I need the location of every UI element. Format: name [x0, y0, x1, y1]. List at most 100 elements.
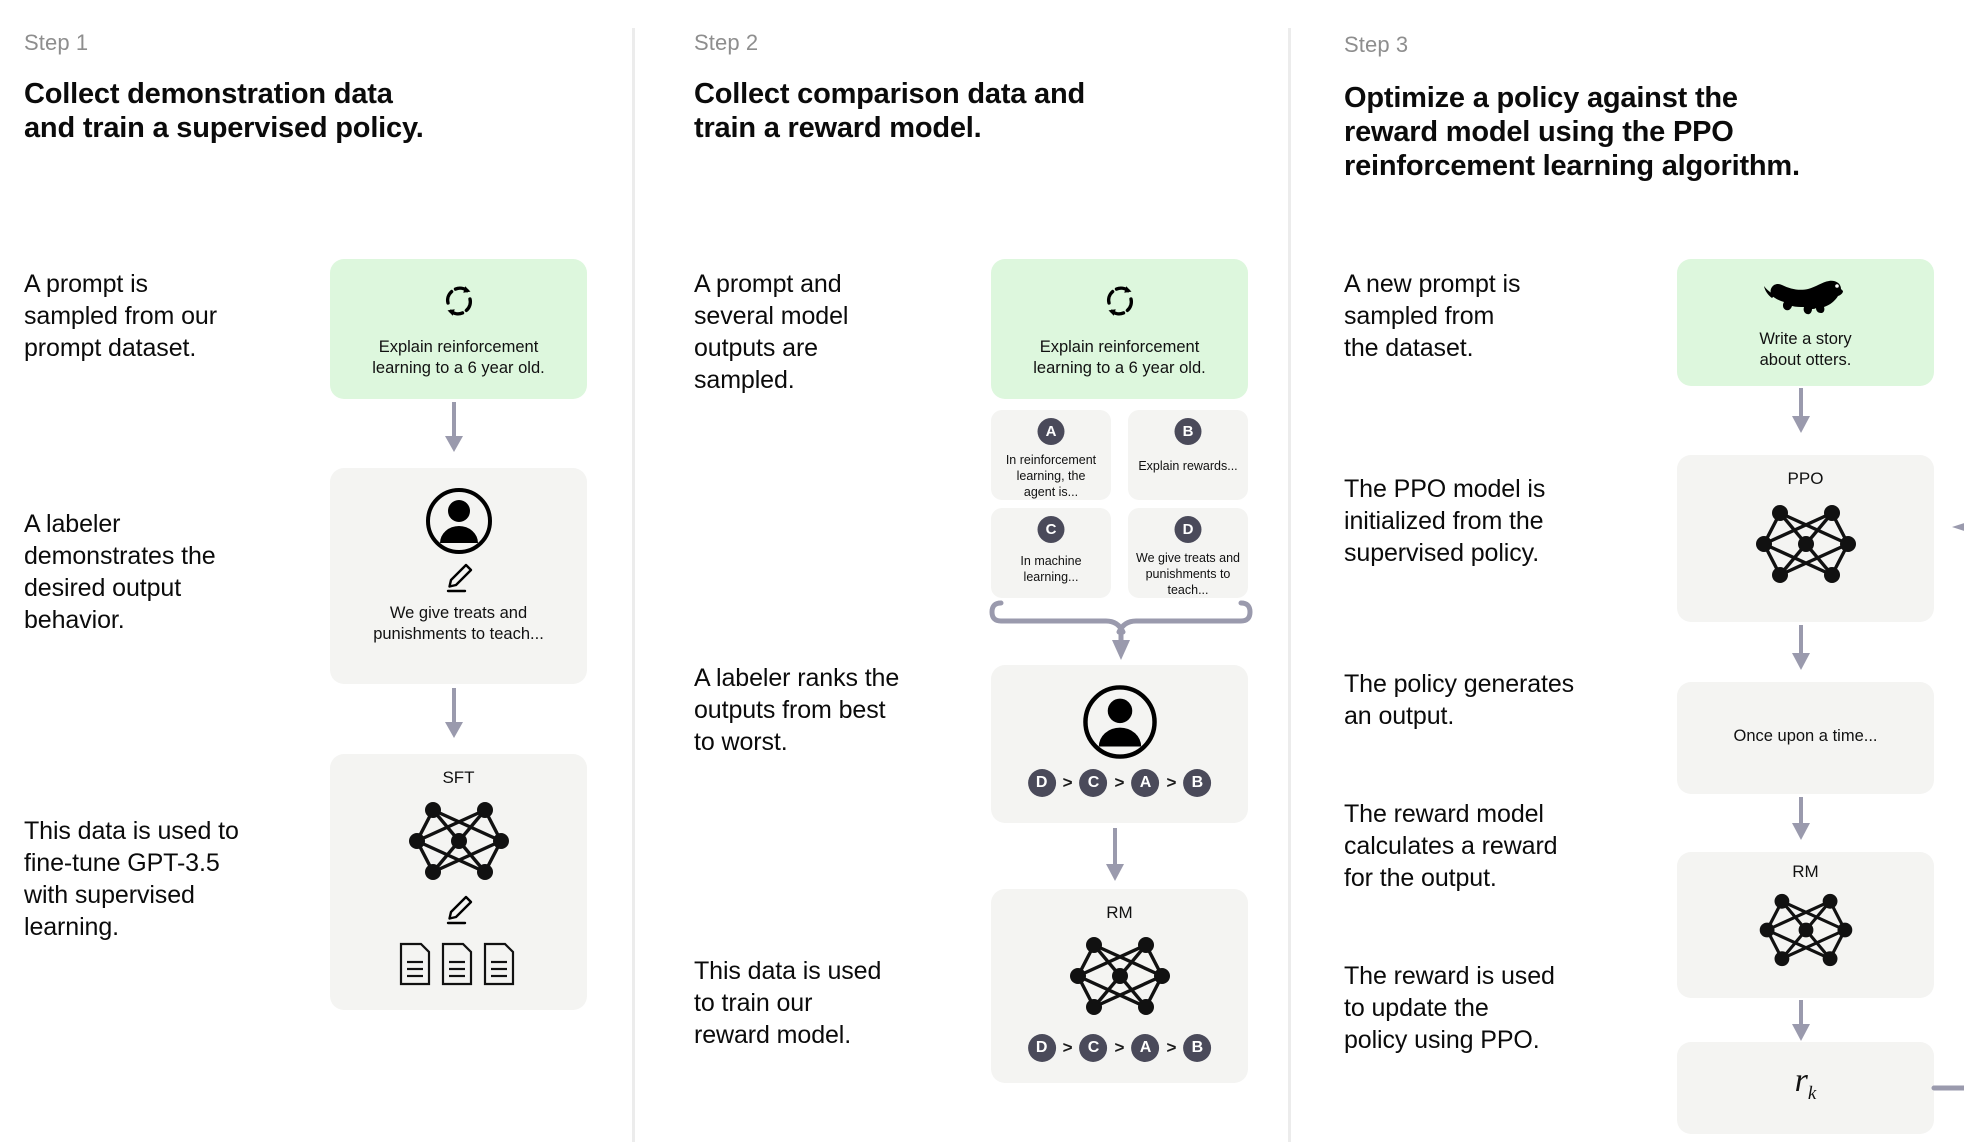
step-1-labeler-caption: We give treats and punishments to teach.… [373, 604, 544, 644]
reward-symbol-subscript: k [1807, 1082, 1817, 1104]
step-1-prompt-card[interactable]: Explain reinforcement learning to a 6 ye… [330, 259, 587, 399]
step-2-description-3: This data is used to train our reward mo… [694, 957, 882, 1049]
column-divider-1 [632, 28, 635, 1142]
step-2-rm-ranking: D > C > A > B [1027, 1034, 1212, 1062]
step-3-arrow-1 [1792, 388, 1810, 433]
step-3-title: Optimize a policy against the reward mod… [1344, 82, 1864, 184]
step-3-output-card[interactable]: Once upon a time... [1677, 682, 1934, 794]
step-3-description-1: A new prompt is sampled from the dataset… [1344, 270, 1521, 362]
step-1-title: Collect demonstration data and train a s… [24, 78, 454, 146]
step-1-title-line-2: and train a supervised policy. [24, 111, 424, 144]
neural-network-icon [1752, 499, 1860, 589]
neural-network-icon [405, 796, 513, 886]
step-3-prompt-caption: Write a story about otters. [1759, 330, 1852, 370]
step-2-output-c[interactable]: C In machine learning... [991, 508, 1111, 598]
step-3-prompt-card[interactable]: Write a story about otters. [1677, 259, 1934, 386]
step-3-label: Step 3 [1344, 32, 1409, 57]
rank-badge-1: D [1027, 769, 1056, 797]
option-badge-d: D [1174, 516, 1202, 543]
step-3-column: Step 3 Optimize a policy against the rew… [1292, 0, 1964, 1142]
option-badge-b: B [1174, 418, 1202, 445]
option-text-b: Explain rewards... [1138, 459, 1238, 473]
step-3-title-line-1: Optimize a policy against the [1344, 82, 1738, 114]
rank-separator-1: > [1062, 773, 1073, 792]
rank-badge-3: A [1131, 769, 1160, 797]
rank-badge-4: B [1183, 1034, 1212, 1062]
sample-loop-icon [1100, 281, 1140, 321]
step-2-description-1: A prompt and several model outputs are s… [694, 270, 849, 394]
pencil-icon [444, 894, 474, 926]
step-2-rm-title: RM [1106, 903, 1133, 922]
step-3-feedback-loop-arrow [1931, 523, 1964, 1091]
step-3-arrow-4 [1792, 1000, 1810, 1041]
step-3-rm-title: RM [1792, 862, 1819, 881]
rank-separator-3: > [1166, 773, 1177, 792]
step-1-labeler-card[interactable]: We give treats and punishments to teach.… [330, 468, 587, 684]
rank-badge-1: D [1027, 1034, 1056, 1062]
step-1-sft-card[interactable]: SFT [330, 754, 587, 1010]
column-divider-2 [1288, 28, 1291, 1142]
step-1-arrow-2 [445, 688, 463, 738]
step-2-merge-arrow [989, 600, 1253, 660]
pencil-icon [444, 562, 474, 594]
step-1-column: Step 1 Collect demonstration data and tr… [0, 0, 632, 1142]
rank-badge-3: A [1131, 1034, 1160, 1062]
person-icon [424, 486, 494, 556]
step-1-title-line-1: Collect demonstration data [24, 78, 393, 110]
option-text-a: In reinforcement learning, the agent is.… [1005, 453, 1097, 499]
rank-badge-4: B [1183, 769, 1212, 797]
rank-separator-3: > [1166, 1038, 1177, 1057]
rank-badge-2: C [1079, 1034, 1108, 1062]
step-3-rm-card[interactable]: RM [1677, 852, 1934, 998]
step-2-rm-card[interactable]: RM D [991, 889, 1248, 1083]
step-2-output-b[interactable]: B Explain rewards... [1128, 410, 1248, 500]
step-2-arrow-2 [1106, 828, 1124, 881]
step-3-description-3: The policy generates an output. [1344, 670, 1575, 730]
option-badge-c: C [1037, 516, 1065, 543]
step-1-prompt-caption: Explain reinforcement learning to a 6 ye… [372, 338, 545, 378]
rank-separator-2: > [1114, 773, 1125, 792]
rank-separator-2: > [1114, 1038, 1125, 1057]
step-1-arrow-1 [445, 402, 463, 452]
step-3-description-2: The PPO model is initialized from the su… [1344, 475, 1546, 567]
option-badge-a: A [1037, 418, 1065, 445]
otter-icon [1763, 273, 1849, 323]
step-3-output-caption: Once upon a time... [1733, 727, 1878, 745]
step-1-description-1: A prompt is sampled from our prompt data… [24, 270, 217, 362]
documents-icon [397, 940, 521, 988]
step-3-description-4: The reward model calculates a reward for… [1344, 800, 1558, 892]
rank-badge-2: C [1079, 769, 1108, 797]
step-3-ppo-card[interactable]: PPO [1677, 455, 1934, 622]
neural-network-icon [1066, 931, 1174, 1021]
option-text-d: We give treats and punishments to teach.… [1136, 551, 1240, 597]
step-2-description-2: A labeler ranks the outputs from best to… [694, 664, 900, 756]
step-3-ppo-title: PPO [1787, 469, 1824, 488]
step-2-output-a[interactable]: A In reinforcement learning, the agent i… [991, 410, 1111, 500]
step-2-labeler-rank-card[interactable]: D > C > A > B [991, 665, 1248, 823]
step-2-label: Step 2 [694, 30, 759, 55]
reward-symbol: rk [1677, 1062, 1934, 1105]
step-1-sft-title: SFT [442, 768, 475, 787]
step-2-prompt-caption: Explain reinforcement learning to a 6 ye… [1033, 338, 1206, 378]
step-2-title-line-2: train a reward model. [694, 111, 982, 144]
person-icon [1081, 683, 1159, 761]
step-2-column: Step 2 Collect comparison data and train… [636, 0, 1288, 1142]
sample-loop-icon [439, 281, 479, 321]
rank-separator-1: > [1062, 1038, 1073, 1057]
step-2-prompt-card[interactable]: Explain reinforcement learning to a 6 ye… [991, 259, 1248, 399]
step-2-output-d[interactable]: D We give treats and punishments to teac… [1128, 508, 1248, 598]
option-text-c: In machine learning... [1020, 554, 1082, 584]
step-3-description-5: The reward is used to update the policy … [1344, 962, 1555, 1054]
step-3-arrow-2 [1792, 625, 1810, 670]
step-2-title: Collect comparison data and train a rewa… [694, 78, 1154, 146]
step-3-reward-card[interactable]: rk [1677, 1042, 1934, 1134]
step-3-title-line-3: reinforcement learning algorithm. [1344, 149, 1800, 182]
step-2-labeler-ranking: D > C > A > B [1027, 769, 1212, 797]
step-3-arrow-3 [1792, 797, 1810, 840]
step-1-description-2: A labeler demonstrates the desired outpu… [24, 510, 216, 634]
step-1-description-3: This data is used to fine-tune GPT-3.5 w… [24, 817, 239, 941]
step-1-label: Step 1 [24, 30, 89, 55]
reward-symbol-base: r [1794, 1062, 1808, 1099]
step-3-title-line-2: reward model using the PPO [1344, 115, 1734, 148]
